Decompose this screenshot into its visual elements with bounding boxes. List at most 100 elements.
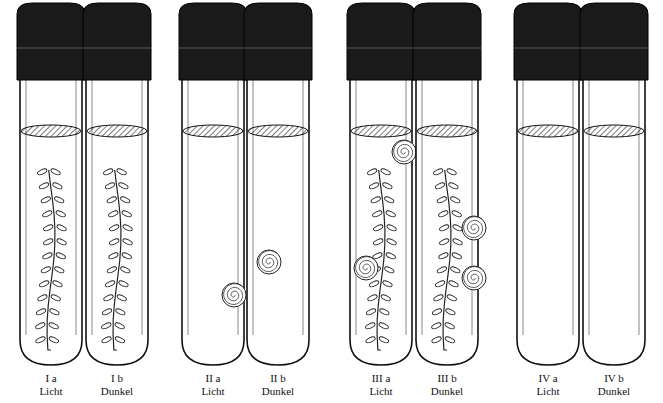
condition-label: Licht — [536, 385, 559, 397]
plant-leaf — [385, 210, 396, 218]
stopper — [244, 3, 312, 80]
plant-leaf — [448, 280, 459, 288]
test-tube — [20, 68, 82, 365]
plant-leaf — [109, 238, 120, 246]
condition-label: Licht — [39, 385, 62, 397]
glass-highlight — [303, 78, 304, 335]
plant-leaf — [445, 308, 456, 316]
snail — [257, 250, 281, 274]
tube-number: I b — [111, 372, 123, 384]
plant-leaf — [116, 294, 127, 302]
plant-leaf — [49, 308, 60, 316]
plant-leaf — [50, 294, 61, 302]
plant-leaf — [42, 252, 53, 260]
plant-leaf — [446, 168, 457, 176]
plant-leaf — [450, 196, 461, 204]
water-surface — [584, 125, 644, 137]
plant-leaf — [105, 280, 116, 288]
glass-highlight — [26, 78, 27, 335]
plant-leaf — [452, 224, 463, 232]
plant-leaf — [373, 224, 384, 232]
plant-leaf — [101, 336, 112, 344]
test-tube — [182, 68, 244, 365]
test-tube — [517, 68, 579, 365]
condition-label: Dunkel — [598, 385, 630, 397]
plant-leaf — [103, 168, 114, 176]
plant-leaf — [40, 196, 51, 204]
stopper-ring — [179, 48, 247, 49]
snail-spiral — [259, 251, 278, 272]
plant-leaf — [385, 252, 396, 260]
plant-leaf — [439, 238, 450, 246]
glass-highlight — [406, 78, 407, 335]
plant-leaf — [370, 196, 381, 204]
stopper — [413, 3, 481, 80]
plant-leaf — [37, 294, 48, 302]
tube-number: II a — [206, 372, 221, 384]
plant-leaf — [379, 308, 390, 316]
plant-leaf — [439, 224, 450, 232]
glass-highlight — [188, 78, 189, 335]
plant-leaf — [39, 280, 50, 288]
plant-leaf — [384, 196, 395, 204]
plant-leaf — [438, 210, 449, 218]
test-tube — [86, 68, 148, 365]
glass-highlight — [589, 78, 590, 335]
plant-leaf — [369, 182, 380, 190]
plant-leaf — [118, 182, 129, 190]
tube-number: I a — [45, 372, 56, 384]
tube-number: IV a — [539, 372, 558, 384]
plant-leaf — [56, 238, 67, 246]
snail-spiral — [224, 284, 243, 305]
snail-spiral — [394, 141, 413, 162]
plant-leaf — [444, 336, 455, 344]
plant-leaf — [106, 266, 117, 274]
plant-leaf — [436, 266, 447, 274]
plant-leaf — [52, 182, 63, 190]
snail-spiral — [464, 267, 483, 288]
glass-highlight — [422, 78, 423, 335]
plant-leaf — [115, 308, 126, 316]
glass-highlight — [253, 78, 254, 335]
plant-leaf — [367, 168, 378, 176]
plant-leaf — [380, 294, 391, 302]
plant-leaf — [114, 336, 125, 344]
plant-leaf — [52, 280, 63, 288]
plant-leaf — [106, 196, 117, 204]
test-tube — [247, 68, 309, 365]
plant-leaf — [36, 308, 47, 316]
glass-highlight — [76, 78, 77, 335]
plant-leaf — [382, 182, 393, 190]
water-surface — [183, 125, 243, 137]
water-surface — [417, 125, 477, 137]
plant-leaf — [54, 196, 65, 204]
tube-number: III a — [372, 372, 391, 384]
plant-leaf — [42, 210, 53, 218]
stopper — [179, 3, 247, 80]
plant-leaf — [451, 210, 462, 218]
condition-label: Licht — [201, 385, 224, 397]
plant-leaf — [448, 182, 459, 190]
stopper — [347, 3, 415, 80]
stopper — [514, 3, 582, 80]
snail — [354, 256, 378, 280]
plant-leaf — [452, 238, 463, 246]
test-tube — [350, 68, 412, 365]
plant-leaf — [386, 238, 397, 246]
plant-leaf — [433, 168, 444, 176]
snail-spiral — [356, 257, 375, 278]
water-surface — [248, 125, 308, 137]
plant-leaf — [367, 294, 378, 302]
condition-label: Dunkel — [262, 385, 294, 397]
plant-leaf — [369, 280, 380, 288]
plant-leaf — [102, 308, 113, 316]
plant-leaf — [372, 210, 383, 218]
tube-number: IV b — [604, 372, 624, 384]
water-surface — [518, 125, 578, 137]
plant-leaf — [450, 266, 461, 274]
plant-leaf — [121, 210, 132, 218]
tube-number: III b — [437, 372, 456, 384]
plant-leaf — [109, 224, 120, 232]
stopper-ring — [514, 48, 582, 49]
